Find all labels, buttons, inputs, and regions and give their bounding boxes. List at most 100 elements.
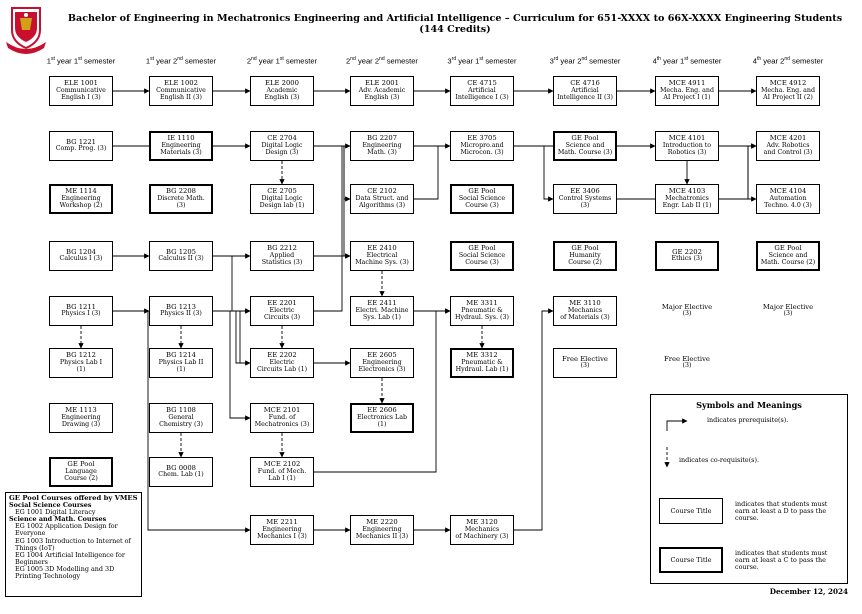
- ge-note-item: EG 1005 3D Modelling and 3D Printing Tec…: [15, 564, 115, 581]
- course-code: GE Pool: [774, 244, 802, 253]
- course-code: EE 2201: [267, 299, 297, 308]
- semester-header: 2nd year 2nd semester: [346, 56, 418, 66]
- course-code: MCE 2102: [263, 460, 301, 469]
- course-code: MCE 4201: [769, 134, 807, 143]
- ge-note-item: EG 1004 Artificial Intelligence for Begi…: [15, 550, 125, 566]
- course-code: MCE 4103: [668, 187, 706, 196]
- course-code: BG 2207: [366, 134, 397, 143]
- course-code: GE Pool: [67, 460, 95, 469]
- course-name: Digital Logic Design (3): [261, 141, 303, 156]
- semester-header: 1st year 1st semester: [46, 56, 116, 66]
- course-name: Engineering Math. (3): [362, 141, 402, 156]
- course-name: Calculus I (3): [59, 255, 103, 263]
- prerequisite-arrow: [314, 308, 451, 473]
- legend-d-text: indicates that students must earn at lea…: [735, 500, 828, 523]
- course-name: Communicative English I (3): [56, 86, 106, 101]
- course-name: Adv. Robotics and Control (3): [763, 141, 813, 156]
- legend-panel: Symbols and Meanings indicates prerequis…: [650, 394, 848, 584]
- course-name: Artificial Intelligence I (3): [455, 86, 509, 101]
- course-code: EE 2410: [367, 244, 397, 253]
- course-name: (3): [580, 362, 590, 370]
- course-code: MCE 4101: [668, 134, 706, 143]
- prerequisite-arrow: [213, 255, 251, 314]
- course-name: Mecha. Eng. and AI Project I (1): [659, 86, 715, 101]
- prerequisite-arrow: [719, 143, 757, 200]
- course-name: Communicative English II (3): [156, 86, 206, 101]
- semester-header: 2nd year 1st semester: [246, 56, 318, 66]
- course-name: Electric Circuits (3): [263, 306, 301, 321]
- course-name: Electric Circuits Lab (1): [256, 358, 308, 373]
- course-name: Control Systems (3): [558, 194, 612, 209]
- course-name: Physics Lab I (1): [59, 358, 103, 373]
- course-code: CE 2705: [267, 187, 297, 196]
- course-code: BG 1108: [165, 406, 196, 415]
- legend-thin-box: Course Title: [659, 498, 723, 524]
- course-box-major2: Major Elective(3): [756, 296, 820, 326]
- prerequisite-arrow: [213, 310, 251, 421]
- course-name: Automation Techno. 4.0 (3): [764, 194, 812, 209]
- course-code: ME 2211: [266, 518, 298, 527]
- course-code: Free Elective: [562, 354, 608, 363]
- course-code: GE Pool: [571, 244, 599, 253]
- course-box-free1: Free Elective(3): [553, 348, 617, 378]
- course-code: GE Pool: [468, 244, 496, 253]
- course-code: BG 1205: [165, 247, 196, 256]
- course-name: Physics I (3): [61, 310, 101, 318]
- course-code: BG 1211: [65, 302, 96, 311]
- ge-pool-note: GE Pool Courses offered by VMES Social S…: [5, 492, 142, 597]
- course-name: Digital Logic Design lab (1): [259, 194, 305, 209]
- course-box-free2: Free Elective(3): [655, 348, 719, 378]
- course-name: Humanity Course (2): [568, 251, 602, 266]
- course-code: Major Elective: [661, 302, 713, 311]
- course-code: CE 4715: [467, 79, 497, 88]
- course-code: ELE 2000: [265, 79, 299, 88]
- course-code: ME 3110: [569, 299, 601, 308]
- ge-note-heading: Social Science Courses: [9, 501, 92, 510]
- legend-prereq-text: indicates prerequisite(s).: [707, 416, 789, 424]
- course-code: CE 2704: [267, 134, 297, 143]
- page-title: Bachelor of Engineering in Mechatronics …: [67, 13, 843, 35]
- course-name: Science and Math. Course (3): [557, 141, 613, 156]
- course-name: Introduction to Robotics (3): [662, 141, 712, 156]
- course-code: BG 1212: [65, 351, 96, 360]
- course-code: EE 2411: [367, 299, 397, 308]
- ge-note-heading: Science and Math. Courses: [9, 515, 107, 524]
- course-code: MCE 4912: [769, 79, 807, 88]
- course-name: (3): [682, 310, 692, 318]
- course-name: Ethics (3): [671, 255, 703, 263]
- revision-date: December 12, 2024: [769, 587, 848, 596]
- ge-note-item: EG 1001 Digital Literacy: [15, 508, 96, 517]
- course-name: Engineering Drawing (3): [61, 413, 101, 428]
